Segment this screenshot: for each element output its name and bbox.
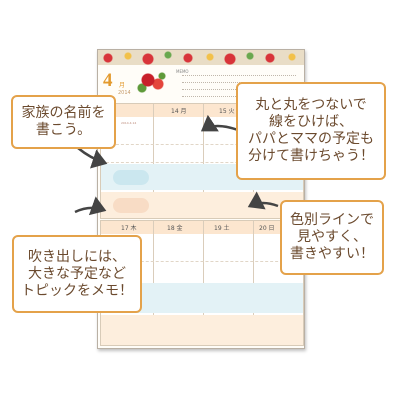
day-label: 20 日: [259, 225, 275, 232]
day-label: 18 金: [167, 225, 183, 232]
orange-line-band: [101, 315, 303, 345]
orange-name-bubble: [113, 198, 149, 213]
memo-label: MEMO: [176, 69, 189, 74]
month-suffix: 月: [119, 82, 126, 89]
day-label: 19 土: [214, 225, 230, 232]
callout-text: 色別ラインで: [290, 212, 374, 228]
column-divider: [203, 104, 204, 218]
month-number: 4: [103, 70, 113, 91]
callout-text: 線をひけば、: [269, 114, 353, 130]
callout-text: 丸と丸をつないで: [255, 97, 367, 113]
callout-text: 大きな予定など: [28, 265, 126, 282]
blue-name-bubble: [113, 170, 149, 185]
week-header: [101, 221, 303, 234]
row-divider: [101, 144, 303, 145]
row-divider: [101, 261, 303, 262]
week-block-2: 17 木 18 金 19 土 20 日: [100, 220, 304, 346]
callout-text: トピックをメモ！: [21, 282, 133, 299]
callout-speech-bubble: 吹き出しには、 大きな予定など トピックをメモ！: [12, 235, 142, 313]
floral-border: [98, 50, 304, 65]
flower-icon: [134, 68, 168, 96]
callout-text: 見やすく、: [297, 229, 367, 245]
year-label: 2014: [118, 90, 131, 96]
day-label: 17 木: [121, 225, 137, 232]
callout-color-lines: 色別ラインで 見やすく、 書きやすい！: [280, 200, 384, 275]
callout-connect-circles: 丸と丸をつないで 線をひけば、 パパとママの予定も 分けて書けちゃう！: [236, 82, 386, 180]
callout-text: 吹き出しには、: [28, 248, 126, 265]
callout-text: 書きやすい！: [290, 246, 374, 262]
day-label: 15 火: [219, 108, 235, 115]
day-label: 14 月: [171, 108, 187, 115]
callout-text: パパとママの予定も: [248, 131, 374, 147]
row-divider: [101, 162, 303, 163]
callout-text: 書こう。: [35, 122, 92, 138]
callout-text: 家族の名前を: [21, 105, 106, 121]
date-note: 2014.4.14: [121, 121, 137, 125]
column-divider: [153, 104, 154, 218]
memo-line: [182, 75, 296, 76]
callout-family-names: 家族の名前を 書こう。: [11, 95, 116, 149]
callout-text: 分けて書けちゃう！: [248, 148, 374, 164]
